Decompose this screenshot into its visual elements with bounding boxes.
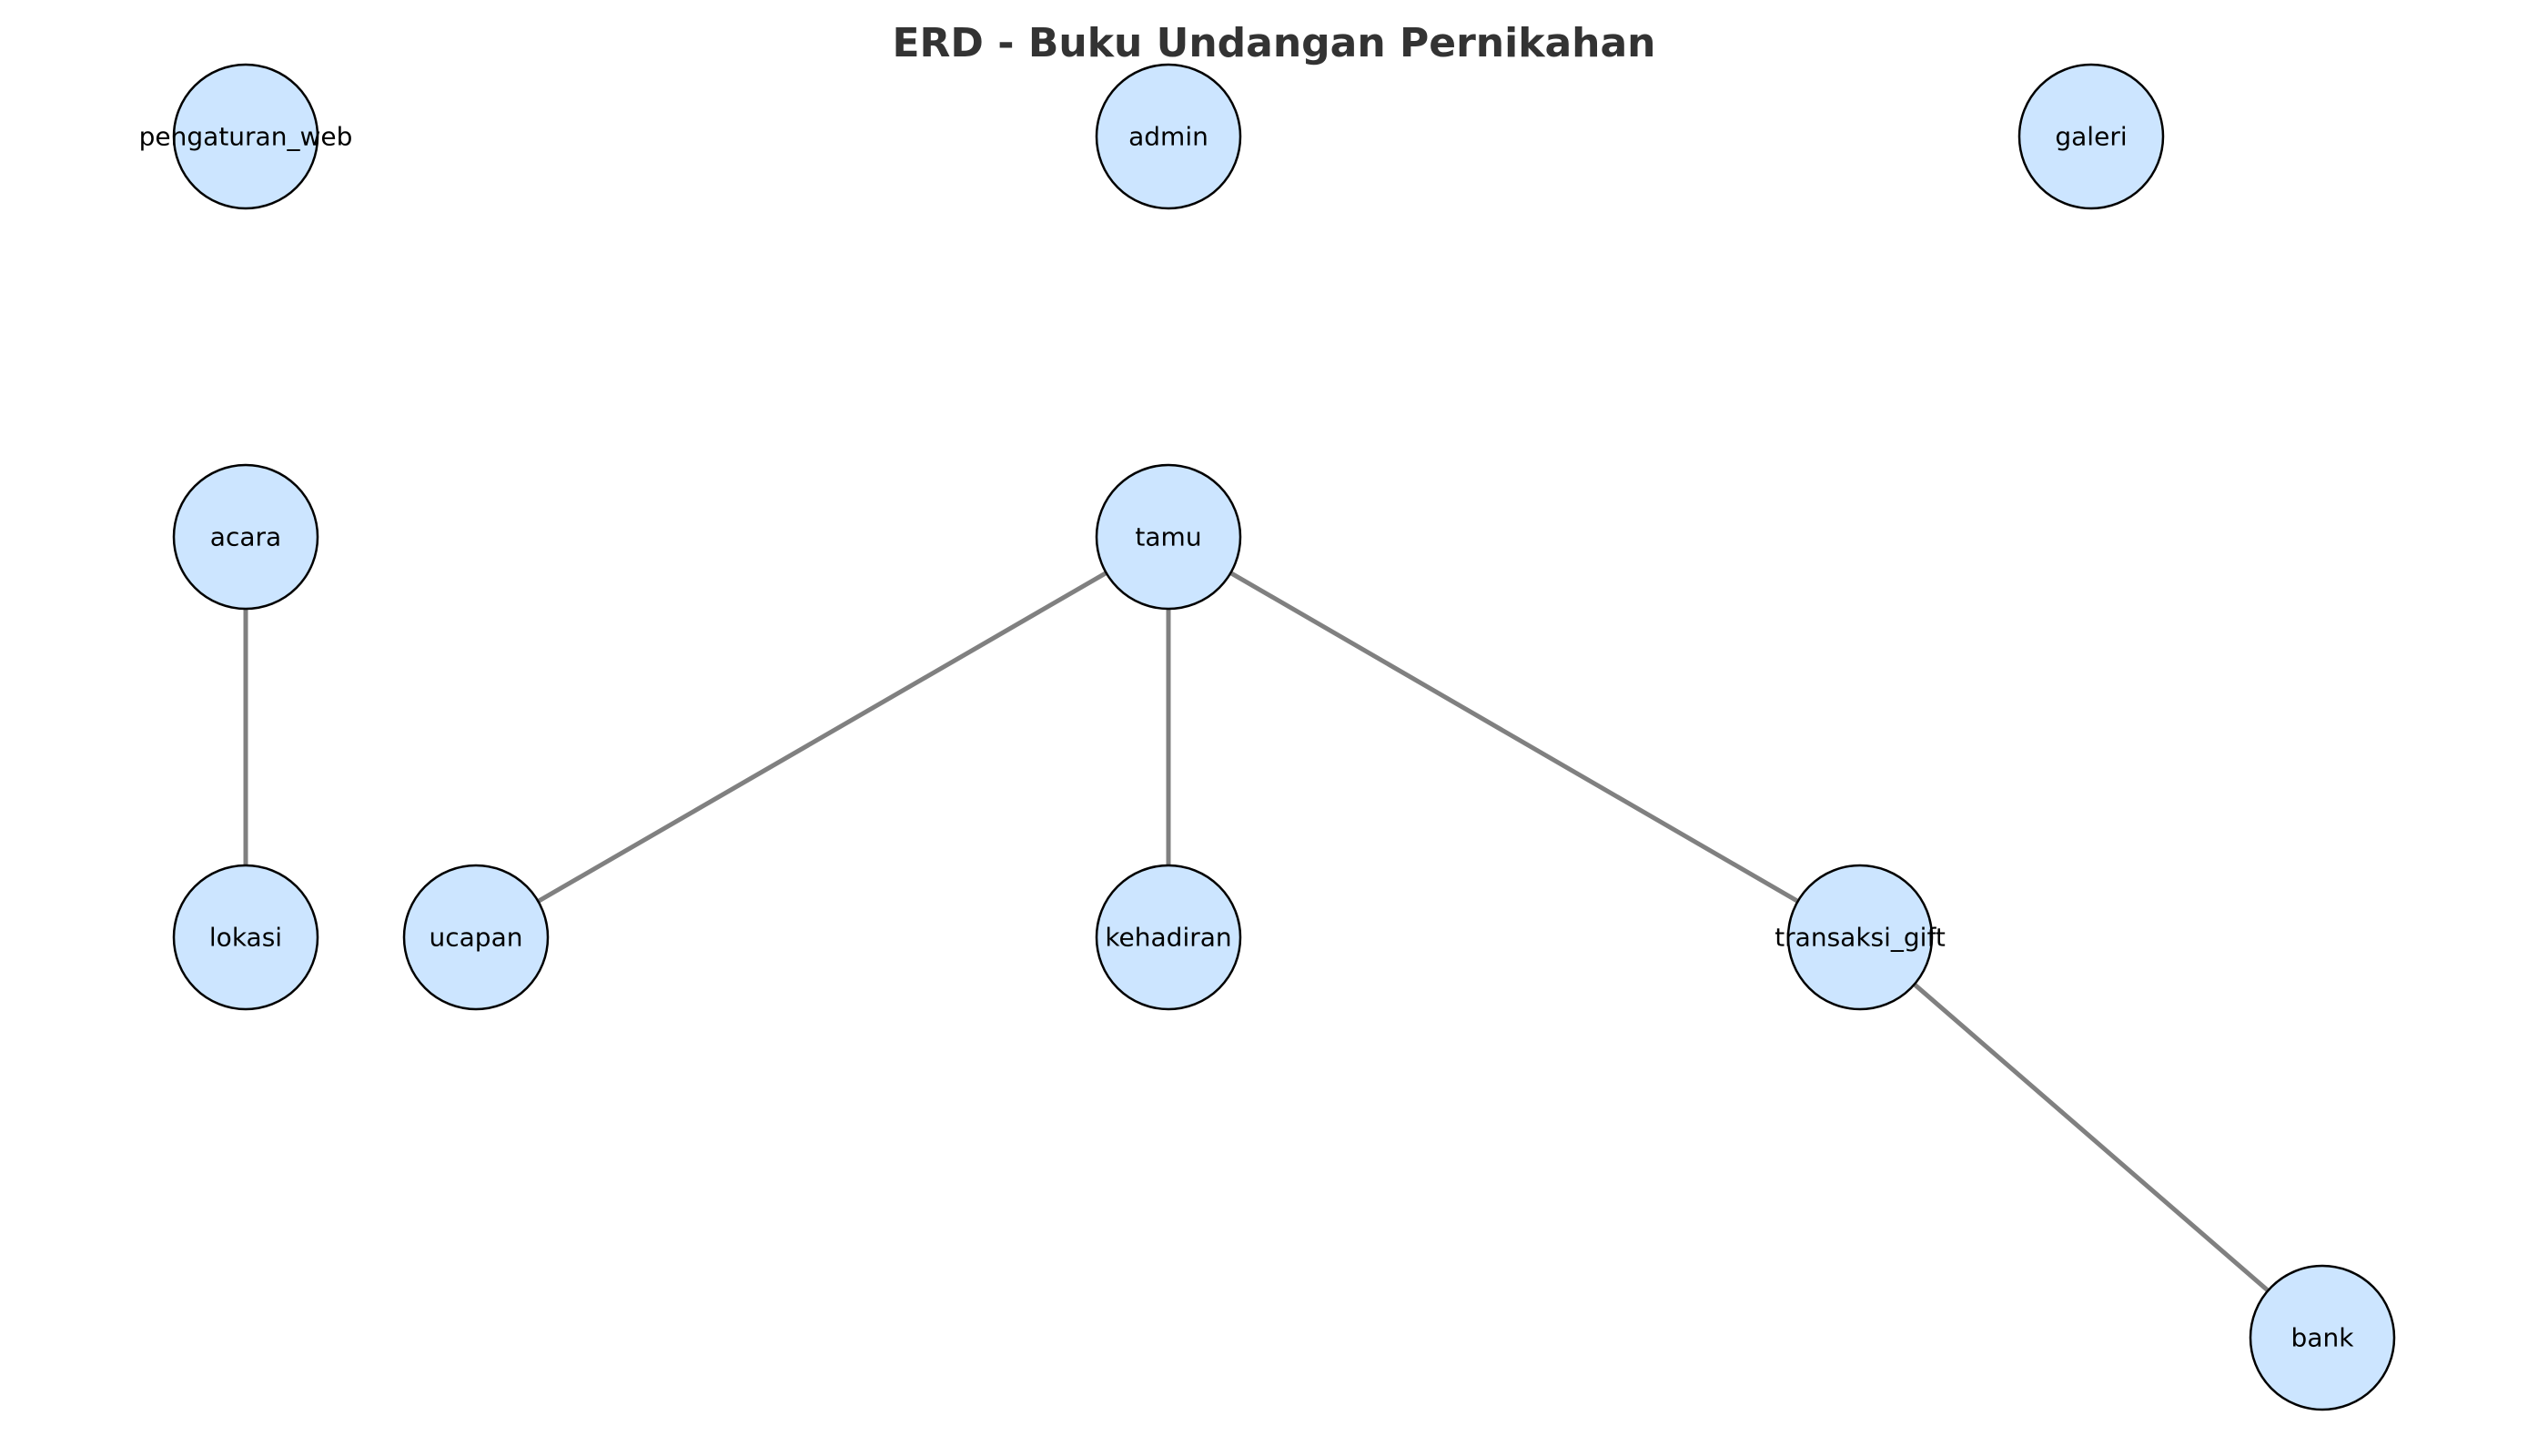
node-circle-ucapan [402, 864, 550, 1011]
node-label-pengaturan_web: pengaturan_web [139, 122, 353, 152]
node-label-bank: bank [2291, 1323, 2355, 1353]
edge-tamu-transaksi_gift [1166, 534, 1863, 940]
node-galeri: galeri [2017, 63, 2165, 210]
edges-layer [243, 534, 2325, 1340]
node-label-galeri: galeri [2055, 122, 2127, 152]
node-label-kehadiran: kehadiran [1105, 923, 1231, 953]
node-circle-galeri [2017, 63, 2165, 210]
node-transaksi_gift: transaksi_gift [1774, 864, 1946, 1011]
node-circle-kehadiran [1095, 864, 1242, 1011]
node-label-lokasi: lokasi [209, 923, 282, 953]
nodes-layer: pengaturan_web admin galeri acara tamu lokasi… [139, 63, 2396, 1411]
node-label-tamu: tamu [1135, 522, 1201, 552]
node-circle-admin [1095, 63, 1242, 210]
edge-tamu-ucapan [473, 534, 1171, 940]
diagram-title: ERD - Buku Undangan Pernikahan [892, 20, 1656, 66]
node-label-admin: admin [1128, 122, 1208, 152]
edge-transaksi_gift-bank [1857, 935, 2325, 1340]
node-circle-bank [2249, 1264, 2396, 1411]
node-label-ucapan: ucapan [430, 923, 523, 953]
node-tamu: tamu [1095, 463, 1242, 611]
node-pengaturan_web: pengaturan_web [139, 63, 353, 210]
node-circle-acara [172, 463, 319, 611]
node-acara: acara [172, 463, 319, 611]
node-ucapan: ucapan [402, 864, 550, 1011]
node-admin: admin [1095, 63, 1242, 210]
node-label-transaksi_gift: transaksi_gift [1774, 923, 1946, 953]
node-kehadiran: kehadiran [1095, 864, 1242, 1011]
node-lokasi: lokasi [172, 864, 319, 1011]
node-circle-pengaturan_web [172, 63, 319, 210]
node-circle-transaksi_gift [1786, 864, 1934, 1011]
node-circle-lokasi [172, 864, 319, 1011]
node-label-acara: acara [210, 522, 281, 552]
node-circle-tamu [1095, 463, 1242, 611]
node-bank: bank [2249, 1264, 2396, 1411]
